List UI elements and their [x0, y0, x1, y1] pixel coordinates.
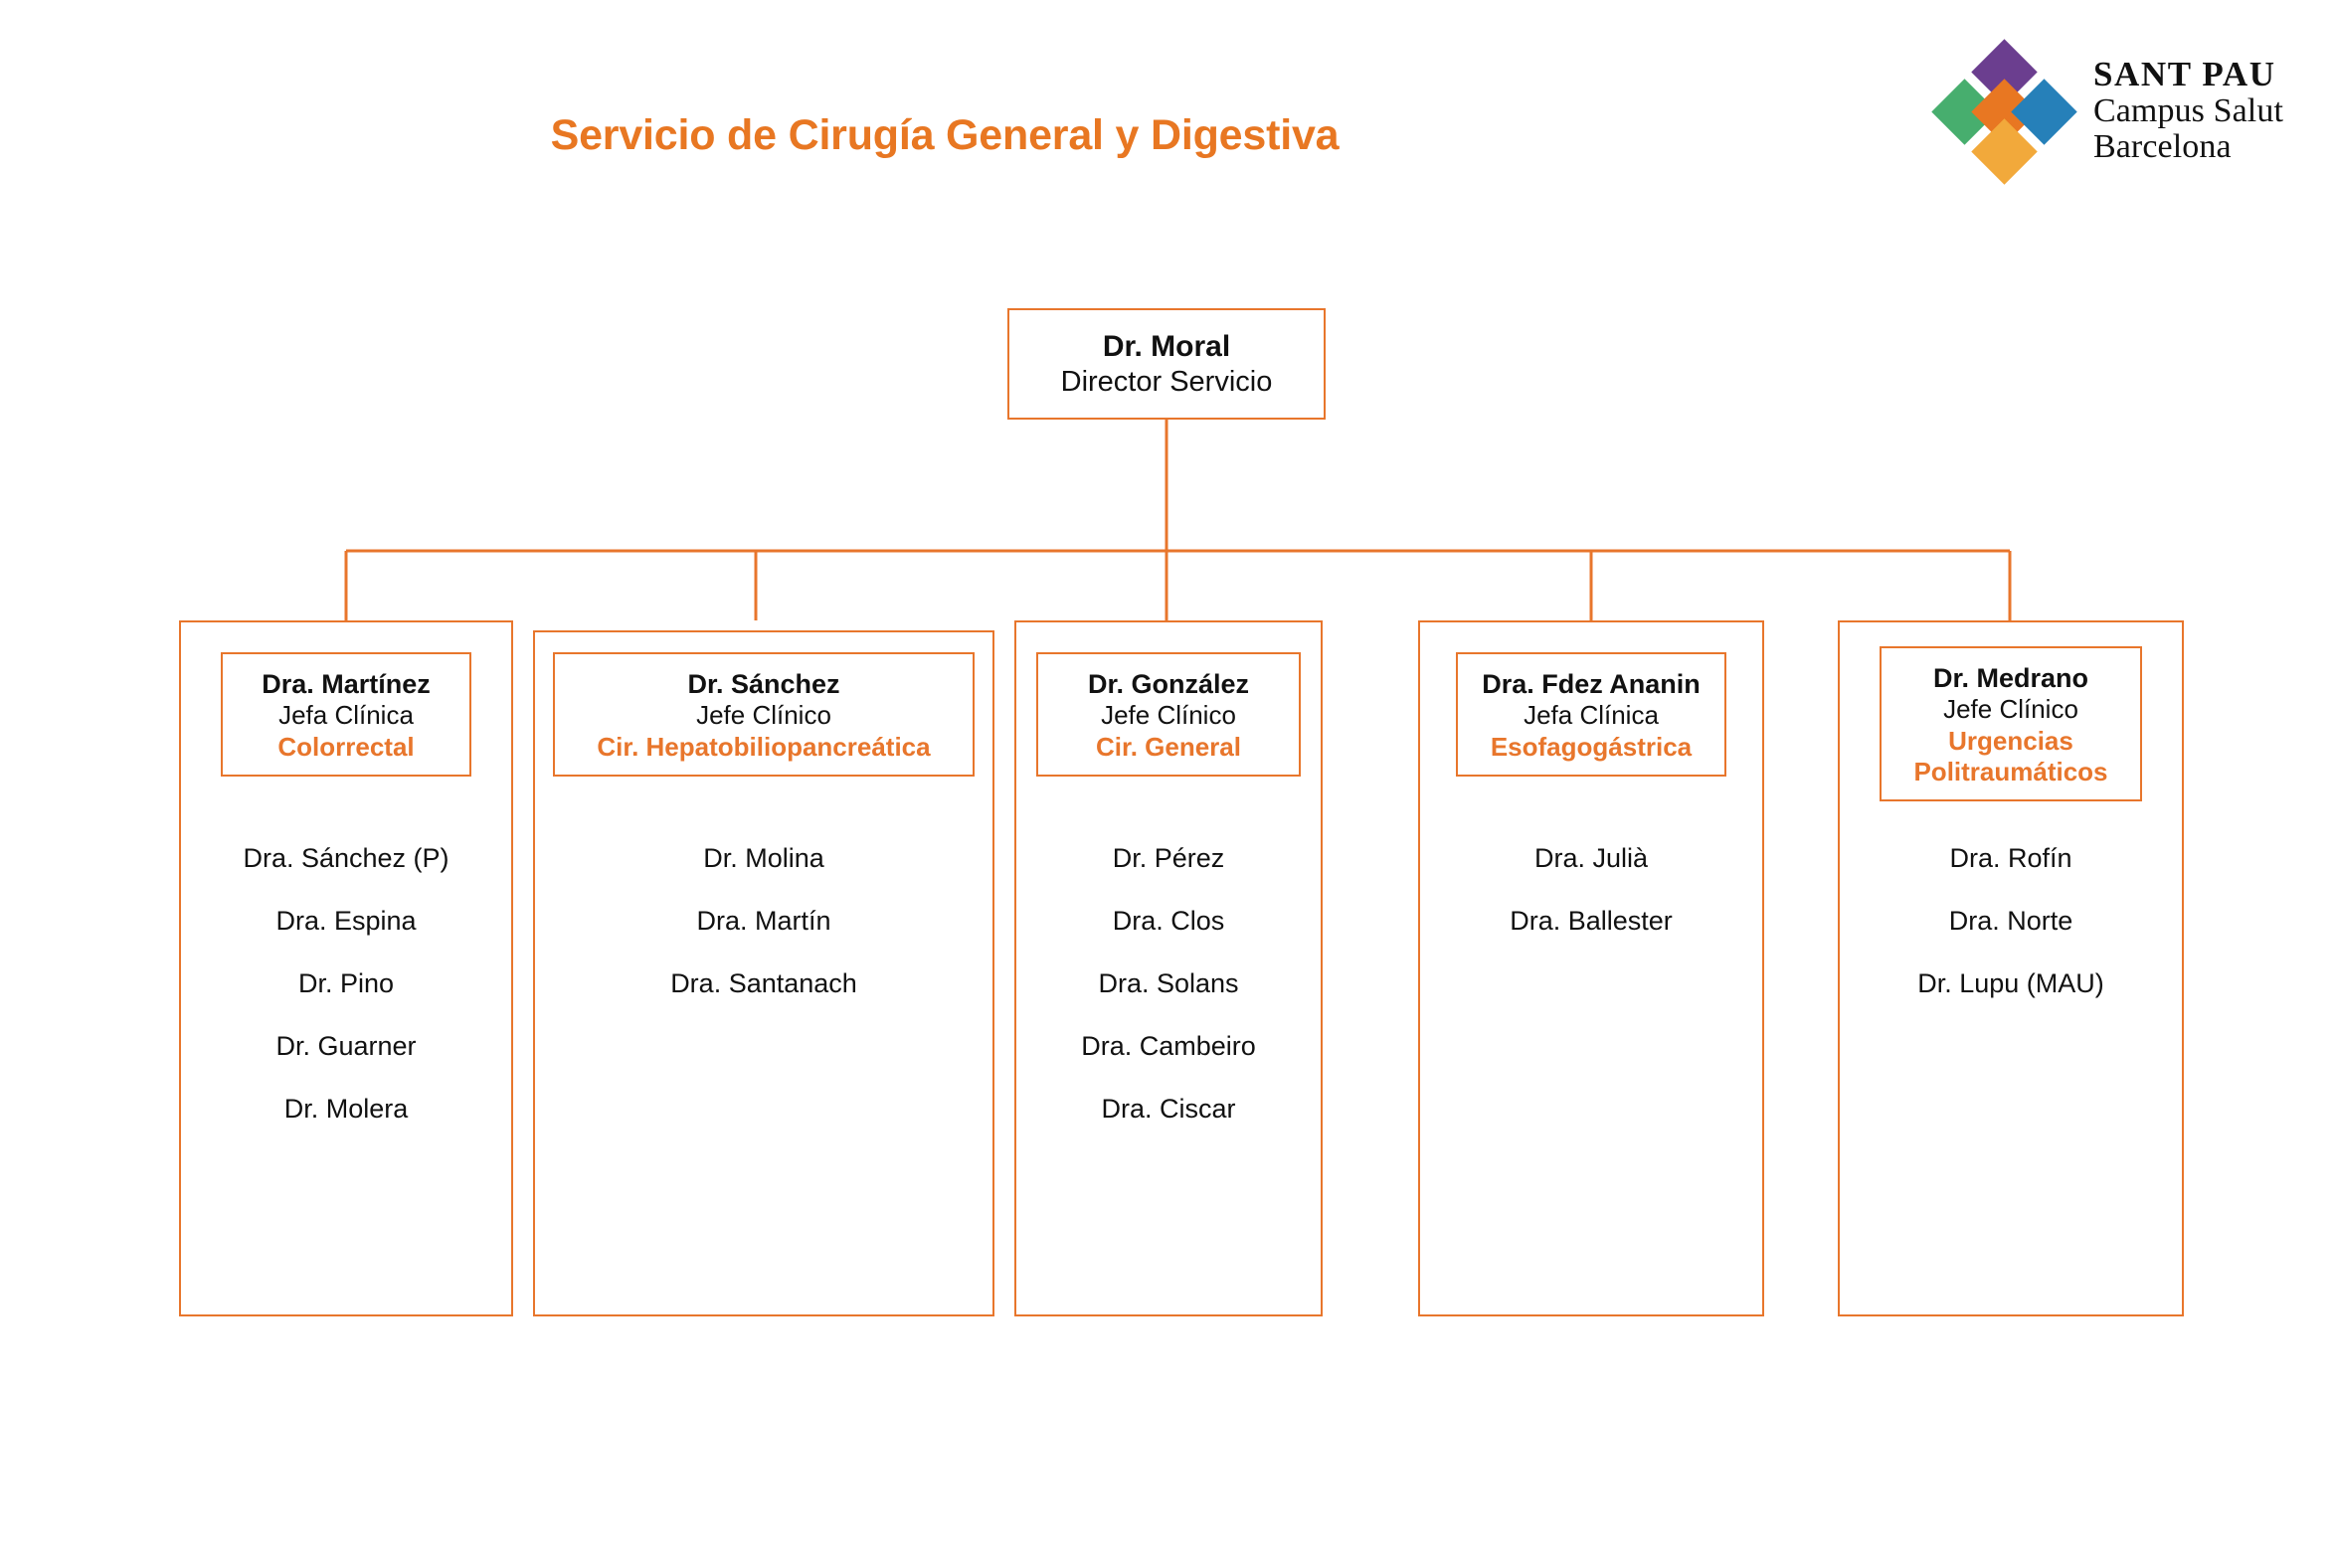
org-unit-colorrectal[interactable]: Dra. Martínez Jefa Clínica Colorrectal D… — [179, 620, 513, 1316]
unit-member-list: Dra. Julià Dra. Ballester — [1420, 827, 1762, 953]
unit-chief-name: Dr. González — [1087, 669, 1250, 699]
list-item: Dra. Ballester — [1510, 906, 1673, 936]
list-item: Dra. Norte — [1948, 906, 2073, 936]
list-item: Dr. Molera — [283, 1094, 409, 1124]
org-unit-header-esofagogastrica[interactable]: Dra. Fdez Ananin Jefa Clínica Esofagogás… — [1456, 652, 1726, 777]
list-item: Dra. Martín — [696, 906, 831, 936]
list-item: Dr. Guarner — [275, 1031, 417, 1061]
director-role: Director Servicio — [1060, 365, 1273, 398]
org-unit-urgencias-politraumaticos[interactable]: Dr. Medrano Jefe Clínico Urgencias Polit… — [1838, 620, 2184, 1316]
list-item: Dr. Pino — [297, 968, 395, 998]
unit-chief-role: Jefa Clínica — [278, 700, 414, 731]
unit-specialty-line: Cir. Hepatobiliopancreática — [597, 731, 931, 762]
unit-specialty-line: Esofagogástrica — [1490, 731, 1693, 762]
logo-wordmark: SANT PAU Campus Salut Barcelona — [2093, 56, 2283, 164]
list-item: Dr. Pérez — [1112, 843, 1225, 873]
logo-line-campus: Campus Salut — [2092, 91, 2283, 129]
unit-specialty-line: Cir. General — [1096, 731, 1241, 762]
list-item: Dra. Rofín — [1949, 843, 2072, 873]
director-name: Dr. Moral — [1102, 330, 1231, 364]
list-item: Dra. Clos — [1112, 906, 1225, 936]
list-item: Dra. Santanach — [670, 968, 857, 998]
org-unit-header-urgencias-politraumaticos[interactable]: Dr. Medrano Jefe Clínico Urgencias Polit… — [1880, 646, 2142, 801]
list-item: Dra. Cambeiro — [1081, 1031, 1256, 1061]
org-unit-esofagogastrica[interactable]: Dra. Fdez Ananin Jefa Clínica Esofagogás… — [1418, 620, 1764, 1316]
unit-chief-role: Jefe Clínico — [1943, 694, 2078, 725]
unit-chief-role: Jefa Clínica — [1524, 700, 1659, 731]
unit-chief-name: Dra. Fdez Ananin — [1482, 669, 1701, 699]
list-item: Dra. Espina — [275, 906, 417, 936]
unit-chief-name: Dr. Medrano — [1932, 663, 2089, 693]
logo-line-sant-pau: SANT PAU — [2092, 55, 2276, 94]
logo-line-barcelona: Barcelona — [2092, 127, 2232, 165]
unit-chief-role: Jefe Clínico — [696, 700, 831, 731]
list-item: Dra. Ciscar — [1101, 1094, 1236, 1124]
unit-member-list: Dra. Sánchez (P) Dra. Espina Dr. Pino Dr… — [181, 827, 511, 1140]
list-item: Dra. Julià — [1533, 843, 1649, 873]
org-unit-cir-general[interactable]: Dr. González Jefe Clínico Cir. General D… — [1014, 620, 1323, 1316]
sant-pau-diamond-logo-icon — [1931, 39, 2077, 185]
org-unit-header-cir-general[interactable]: Dr. González Jefe Clínico Cir. General — [1036, 652, 1301, 777]
unit-chief-name: Dra. Martínez — [262, 669, 431, 699]
page-title: Servicio de Cirugía General y Digestiva — [550, 111, 1340, 159]
unit-specialty-line: Politraumáticos — [1913, 756, 2108, 786]
org-unit-header-hepatobiliopancreatica[interactable]: Dr. Sánchez Jefe Clínico Cir. Hepatobili… — [553, 652, 975, 777]
list-item: Dr. Lupu (MAU) — [1917, 968, 2104, 998]
unit-chief-name: Dr. Sánchez — [687, 669, 840, 699]
list-item: Dra. Sánchez (P) — [243, 843, 449, 873]
unit-specialty-line: Urgencias — [1948, 725, 2073, 756]
sant-pau-logo: SANT PAU Campus Salut Barcelona — [1931, 39, 2283, 185]
unit-member-list: Dra. Rofín Dra. Norte Dr. Lupu (MAU) — [1840, 827, 2182, 1015]
org-unit-header-colorrectal[interactable]: Dra. Martínez Jefa Clínica Colorrectal — [221, 652, 471, 777]
unit-chief-role: Jefe Clínico — [1101, 700, 1236, 731]
unit-member-list: Dr. Molina Dra. Martín Dra. Santanach — [535, 827, 992, 1015]
list-item: Dra. Solans — [1098, 968, 1239, 998]
list-item: Dr. Molina — [703, 843, 824, 873]
unit-specialty-line: Colorrectal — [277, 731, 415, 762]
org-unit-hepatobiliopancreatica[interactable]: Dr. Sánchez Jefe Clínico Cir. Hepatobili… — [533, 630, 994, 1316]
unit-member-list: Dr. Pérez Dra. Clos Dra. Solans Dra. Cam… — [1016, 827, 1321, 1140]
org-node-director[interactable]: Dr. Moral Director Servicio — [1007, 308, 1326, 420]
